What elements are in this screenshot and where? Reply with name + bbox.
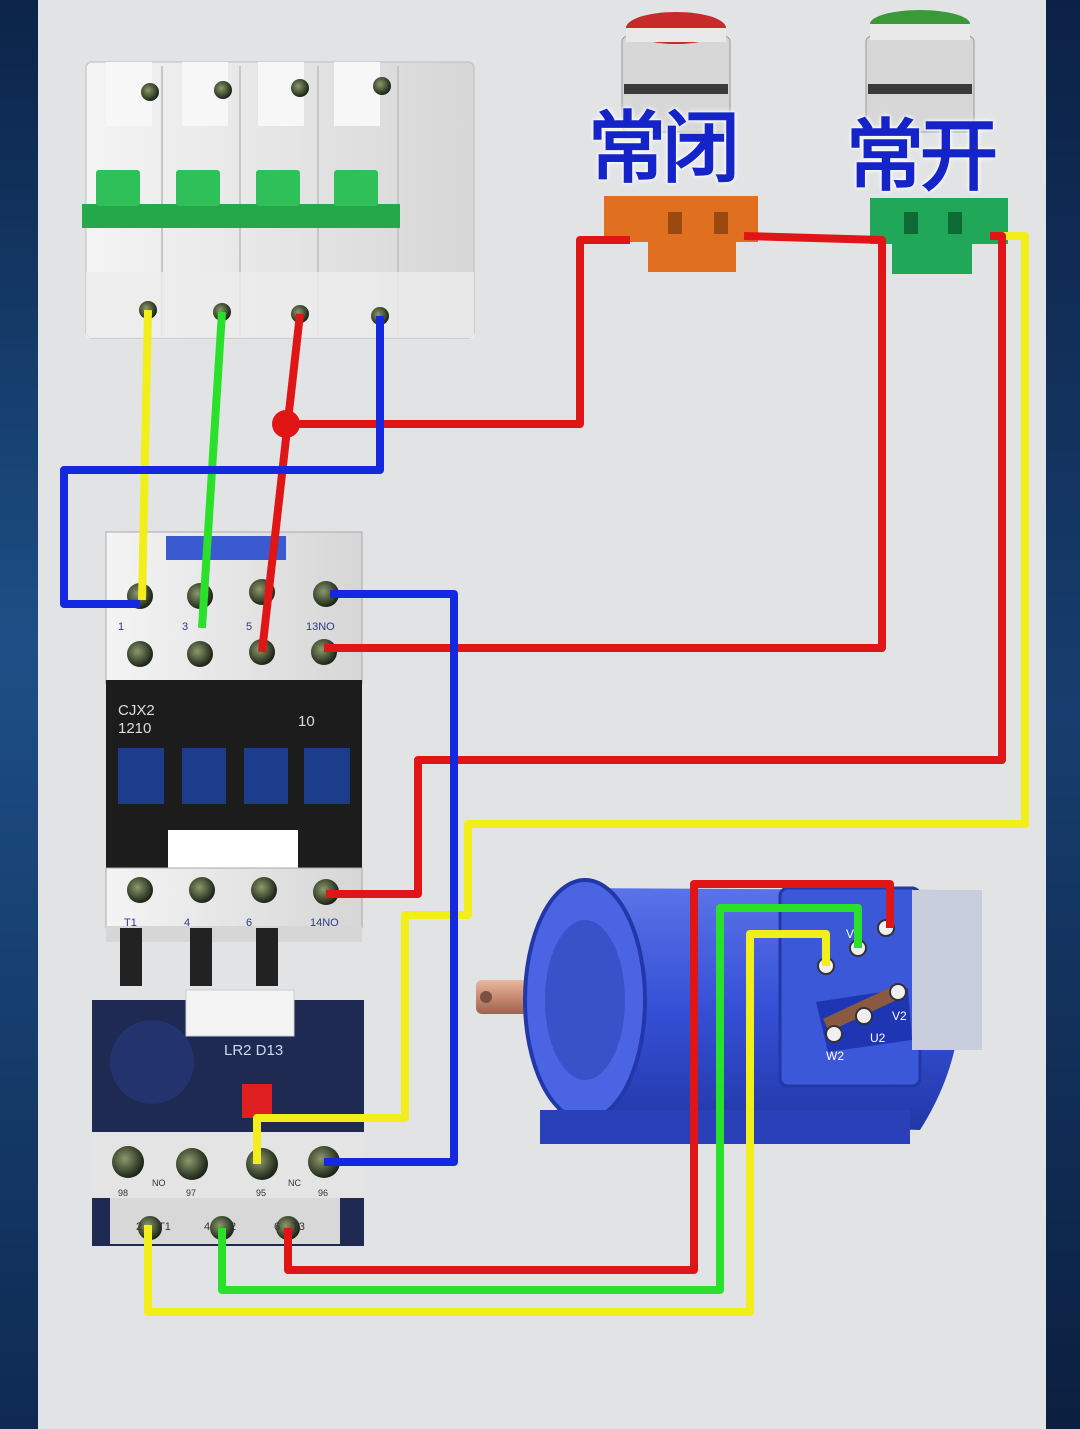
overload-terminal-96: 96 xyxy=(318,1188,328,1198)
overload-output-4: 4 xyxy=(204,1221,210,1233)
overload-model: LR2 D13 xyxy=(224,1042,283,1059)
wire-yellow-overload-to-motor xyxy=(144,930,830,1316)
wire-blue-contactor-to-overload xyxy=(324,590,458,1166)
wire-red-junction-to-stop xyxy=(286,236,630,428)
overload-terminal-no: NO xyxy=(152,1178,166,1188)
wire-red-breaker-to-contactor xyxy=(258,313,304,653)
overload-terminal-nc: NC xyxy=(288,1178,301,1188)
start-button-label: 常开 xyxy=(846,111,998,202)
wire-red-stop-to-start xyxy=(324,232,886,652)
contactor-terminal-3: 3 xyxy=(182,621,188,633)
contactor-terminal-4: 4 xyxy=(184,917,190,929)
wire-junction-dot xyxy=(272,410,300,438)
contactor-terminal-14no: 14NO xyxy=(310,917,339,929)
contactor-terminal-13no: 13NO xyxy=(306,621,335,633)
contactor-terminal-t1: T1 xyxy=(124,917,137,929)
contactor-model-line2: 1210 xyxy=(118,720,151,737)
wiring xyxy=(60,232,1029,1316)
overload-output-t3: T3 xyxy=(292,1221,305,1233)
wire-red-start-to-coil xyxy=(326,232,1006,898)
contactor-terminal-6: 6 xyxy=(246,917,252,929)
contactor-aux-code: 10 xyxy=(298,713,315,730)
motor-terminal-v: V xyxy=(846,927,854,941)
overload-relay-icon: LR2 D13 98 NO 97 95 NC 96 2 T1 4 2 6 T3 xyxy=(92,989,364,1246)
wire-red-overload-to-motor xyxy=(284,880,894,1274)
contactor-terminal-1: 1 xyxy=(118,621,124,633)
breaker-icon xyxy=(82,61,475,339)
overload-terminal-95: 95 xyxy=(256,1188,266,1198)
motor-terminal-v2: V2 xyxy=(892,1009,907,1023)
green-start-button-icon xyxy=(865,10,1008,274)
overload-output-t1: T1 xyxy=(158,1221,171,1233)
motor-icon: V V2 U2 W2 xyxy=(476,878,982,1144)
overload-terminal-98: 98 xyxy=(118,1188,128,1198)
overload-output-2: 2 xyxy=(136,1221,142,1233)
wire-yellow-start-to-overload xyxy=(253,232,1029,1164)
left-backdrop xyxy=(0,0,38,1429)
contactor-icon: CJX2 1210 10 1 3 5 13NO T1 4 6 14NO xyxy=(105,531,363,986)
contactor-terminal-5: 5 xyxy=(246,621,252,633)
contactor-model-line1: CJX2 xyxy=(118,702,155,719)
motor-terminal-w2: W2 xyxy=(826,1049,844,1063)
red-stop-button-icon xyxy=(604,12,758,272)
wire-yellow-breaker-to-contactor xyxy=(138,309,152,601)
overload-output-2b: 2 xyxy=(230,1221,236,1233)
stop-button-label: 常闭 xyxy=(588,103,740,194)
overload-output-6: 6 xyxy=(274,1221,280,1233)
right-backdrop xyxy=(1046,0,1080,1429)
motor-terminal-u2: U2 xyxy=(870,1031,886,1045)
wire-blue-breaker-to-contactor xyxy=(60,316,384,608)
overload-terminal-97: 97 xyxy=(186,1188,196,1198)
wire-green-overload-to-motor xyxy=(218,904,862,1294)
